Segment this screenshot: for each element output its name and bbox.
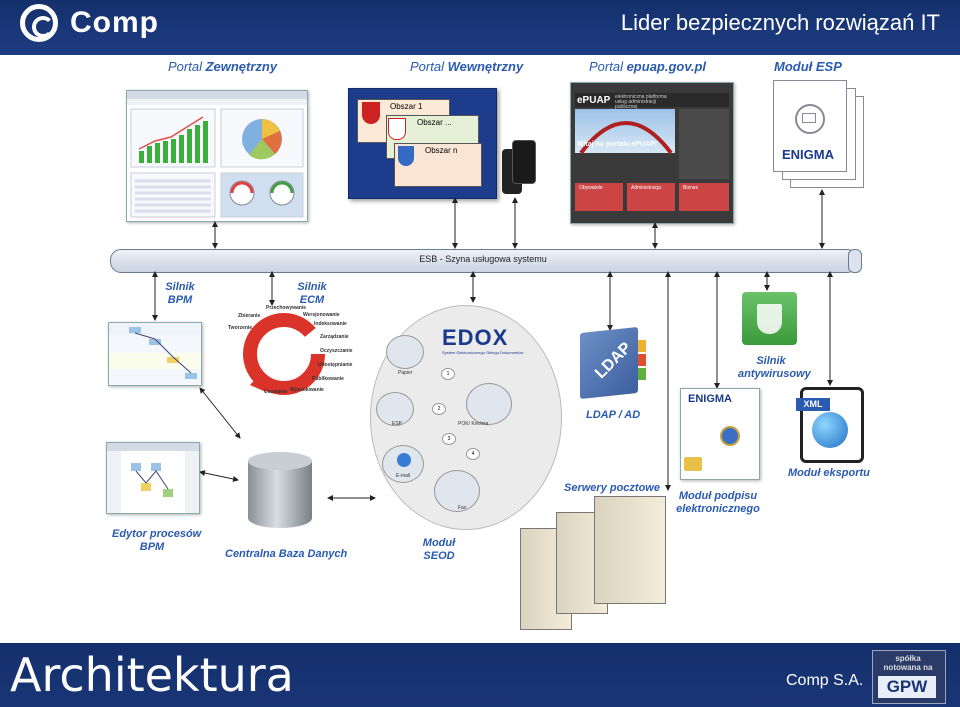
enigma-logo: ENIGMA	[688, 393, 732, 405]
company-logo-text: Comp	[70, 6, 159, 39]
smartphone-icon	[512, 140, 536, 184]
database-top	[248, 452, 312, 470]
modul-eksportu-label: Moduł eksportu	[788, 467, 870, 479]
serwery-pocztowe-label: Serwery pocztowe	[564, 482, 660, 494]
process-flow-icon	[109, 323, 201, 385]
centralna-baza-label: Centralna Baza Danych	[225, 548, 348, 560]
envelope-shape	[802, 113, 816, 123]
office-desk-icon	[466, 383, 512, 425]
edox-logo: EDOX	[442, 325, 509, 350]
portal-zewnetrzny-screenshot	[126, 90, 308, 222]
edytor-procesow-label: Edytor procesów BPM	[112, 528, 202, 553]
envelope-icon	[795, 104, 825, 134]
step-marker: 3	[442, 433, 456, 445]
esb-label: ESB - Szyna usługowa systemu	[419, 254, 547, 264]
silnik-bpm-label: Silnik BPM	[165, 281, 195, 306]
bridge-photo-icon	[579, 121, 673, 155]
step-marker: 1	[441, 368, 455, 380]
esb-bus	[110, 249, 858, 273]
shield-icon	[757, 304, 782, 334]
book-tab	[638, 340, 646, 352]
portal-epuap-title: Portal epuap.gov.pl	[589, 59, 707, 74]
modul-seod-label: Moduł SEOD	[422, 537, 456, 562]
enigma-logo: ENIGMA	[782, 147, 834, 162]
paper-documents-icon	[386, 335, 424, 369]
portal-zewnetrzny-title: Portal Zewnętrzny	[168, 59, 278, 74]
mail-server-icon	[594, 496, 666, 604]
xml-badge: XML	[796, 398, 830, 411]
globe-icon	[397, 453, 411, 467]
fax-machine-icon	[434, 470, 480, 512]
modul-esp-title: Moduł ESP	[774, 59, 842, 74]
epuap-logo: ePUAP	[577, 95, 611, 106]
slide-title: Architektura	[10, 648, 294, 702]
esb-bus-end	[848, 249, 862, 273]
gpw-logo: GPW	[878, 676, 936, 698]
globe-icon	[812, 412, 848, 448]
modul-podpisu-label: Moduł podpisu elektronicznego	[676, 490, 760, 515]
book-tab	[638, 354, 646, 366]
comp-logo-icon	[20, 4, 58, 42]
stacked-docs-icon	[376, 392, 414, 426]
portal-wewnetrzny-title: Portal Wewnętrzny	[410, 59, 524, 74]
bpm-editor-screenshot	[106, 442, 200, 514]
ldap-ad-label: LDAP / AD	[586, 409, 641, 421]
book-tab	[638, 368, 646, 380]
silnik-antywirusowy-label: Silnik antywirusowy	[738, 355, 811, 380]
editor-canvas-icon	[107, 443, 199, 513]
coat-of-arms-icon	[362, 102, 380, 124]
step-marker: 2	[432, 403, 446, 415]
step-marker: 4	[466, 448, 480, 460]
coat-of-arms-icon	[398, 146, 414, 166]
silnik-ecm-label: Silnik ECM	[297, 281, 327, 306]
gpw-caption: spółka notowana na	[883, 654, 933, 672]
footer-bar	[0, 643, 960, 707]
seal-icon	[720, 426, 740, 446]
epuap-portal-screenshot: ePUAP elektroniczna platforma usług admi…	[570, 82, 734, 224]
coat-of-arms-icon	[388, 118, 406, 140]
smart-card-chip-icon	[684, 457, 702, 471]
dashboard-charts-icon	[127, 91, 307, 218]
header-bar	[0, 0, 960, 55]
bpm-process-diagram	[108, 322, 202, 386]
company-name: Comp S.A.	[786, 672, 864, 689]
header-tagline: Lider bezpiecznych rozwiązań IT	[620, 10, 940, 35]
